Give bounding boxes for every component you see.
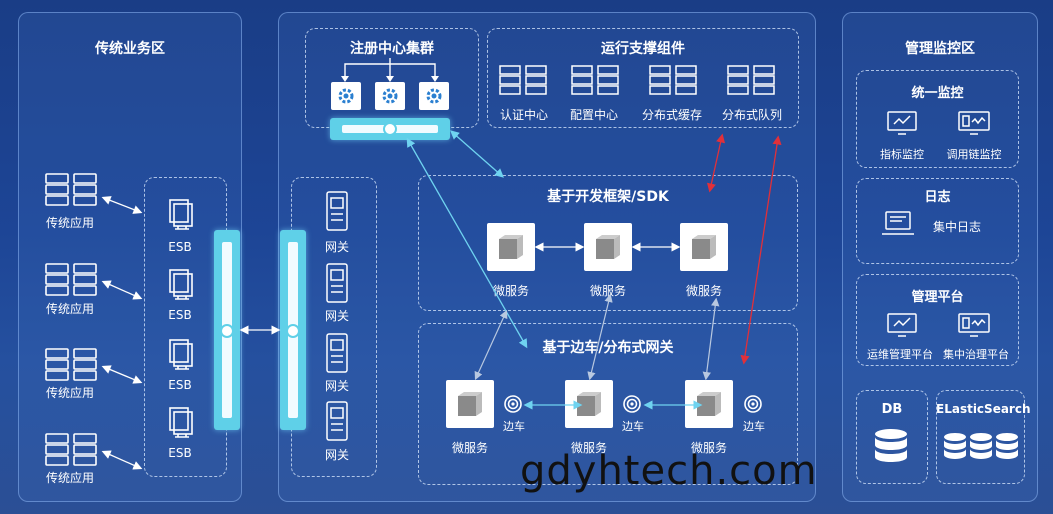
gateway-label: 网关 [324, 309, 349, 323]
traditional-business-title: 传统业务区 [95, 41, 165, 57]
management-monitoring-title: 管理监控区 [905, 41, 975, 57]
bus-connector-dot [220, 324, 234, 338]
app-esb-arrow [101, 365, 143, 384]
support-item-config: 配置中心 [569, 108, 618, 122]
esb-folder-icon [169, 407, 193, 438]
legacy-app-label: 传统应用 [45, 471, 94, 485]
legacy-app-label: 传统应用 [45, 216, 94, 230]
watermark: gdyhtech.com [520, 448, 818, 494]
laptop-log-icon [882, 211, 914, 235]
esb-label: ESB [168, 446, 192, 460]
esb-folder-icon [169, 199, 193, 230]
gateway-label: 网关 [324, 240, 349, 254]
mgmt-item-governance: 集中治理平台 [943, 348, 1009, 361]
registry-fanout-arrows [341, 58, 439, 82]
management-platform-title: 管理平台 [911, 290, 964, 305]
support-item-queue: 分布式队列 [721, 108, 782, 122]
sdk-microservice-label: 微服务 [685, 284, 722, 298]
mgmt-item-ops: 运维管理平台 [867, 348, 933, 361]
log-item-centralized: 集中日志 [932, 220, 981, 234]
esb-folder-icon [169, 269, 193, 300]
runtime-support-title: 运行支撑组件 [601, 41, 685, 57]
registry-cluster-title: 注册中心集群 [350, 41, 434, 57]
monitor-item-metrics: 指标监控 [880, 148, 924, 161]
server-rack-icon [45, 433, 97, 466]
app-esb-arrow [101, 450, 143, 470]
server-rack-icon [45, 263, 97, 296]
esb-folder-icon [169, 339, 193, 370]
runtime-support-box [487, 28, 799, 128]
legacy-app-label: 传统应用 [45, 302, 94, 316]
legacy-app-label: 传统应用 [45, 386, 94, 400]
logging-title: 日志 [924, 190, 951, 205]
bus-connector-dot [286, 324, 300, 338]
app-esb-arrow [101, 196, 143, 214]
unified-monitoring-box [856, 70, 1019, 168]
elasticsearch-box [936, 390, 1025, 484]
server-rack-icon [727, 65, 775, 95]
server-rack-icon [571, 65, 619, 95]
elasticsearch-title: ELasticSearch [936, 402, 1031, 416]
sidecar-label: 边车 [743, 420, 765, 433]
cube-icon [458, 392, 482, 416]
sidecar-icon [744, 395, 762, 413]
unified-monitoring-title: 统一监控 [911, 86, 964, 101]
server-rack-icon [499, 65, 547, 95]
database-cluster-icon [944, 433, 1018, 459]
sdk-framework-title: 基于开发框架/SDK [547, 189, 669, 205]
ops-platform-icon [887, 313, 917, 337]
esb-label: ESB [168, 378, 192, 392]
cube-icon [596, 235, 620, 259]
sidecar-icon [623, 395, 641, 413]
gateway-label: 网关 [324, 448, 349, 462]
governance-platform-icon [958, 313, 990, 337]
metrics-monitor-icon [887, 111, 917, 135]
support-item-auth: 认证中心 [499, 108, 548, 122]
sidecar-icon [504, 395, 522, 413]
logging-box [856, 178, 1019, 264]
sidecar-label: 边车 [503, 420, 525, 433]
gateway-icon [326, 401, 348, 441]
edge-microservice-label: 微服务 [690, 441, 727, 455]
gear-icon [426, 88, 442, 104]
traditional-business-panel [18, 12, 242, 502]
trace-monitor-icon [958, 111, 990, 135]
esb-bus-bar [214, 230, 240, 430]
edge-microservice-label: 微服务 [570, 441, 607, 455]
server-rack-icon [45, 348, 97, 381]
gear-icon [338, 88, 354, 104]
db-box [856, 390, 928, 484]
sdk-edge-arrow [587, 293, 613, 381]
esb-label: ESB [168, 308, 192, 322]
sdk-edge-arrow [474, 309, 508, 381]
gateway-icon [326, 191, 348, 231]
support-item-cache: 分布式缓存 [641, 108, 702, 122]
sdk-edge-arrow [702, 297, 720, 381]
server-rack-icon [45, 173, 97, 206]
server-rack-icon [649, 65, 697, 95]
registry-bus-bar [330, 118, 450, 140]
bus-connector-dot [383, 122, 397, 136]
edge-microservice-label: 微服务 [451, 441, 488, 455]
monitor-item-trace: 调用链监控 [946, 148, 1002, 161]
management-platform-box [856, 274, 1019, 366]
gear-icon [382, 88, 398, 104]
app-esb-arrow [101, 280, 143, 300]
esb-label: ESB [168, 240, 192, 254]
support-sdk-arrow [706, 133, 726, 193]
gateway-label: 网关 [324, 379, 349, 393]
sidecar-label: 边车 [622, 420, 644, 433]
gateway-icon [326, 263, 348, 303]
gateway-icon [326, 333, 348, 373]
cube-icon [692, 235, 716, 259]
registry-sdk-arrow [450, 130, 504, 178]
db-title: DB [881, 402, 903, 417]
management-monitoring-panel [842, 12, 1038, 502]
support-edge-arrow [740, 135, 782, 365]
gateway-bus-bar [280, 230, 306, 430]
database-icon [875, 429, 907, 462]
registry-edge-arrow [406, 137, 528, 349]
